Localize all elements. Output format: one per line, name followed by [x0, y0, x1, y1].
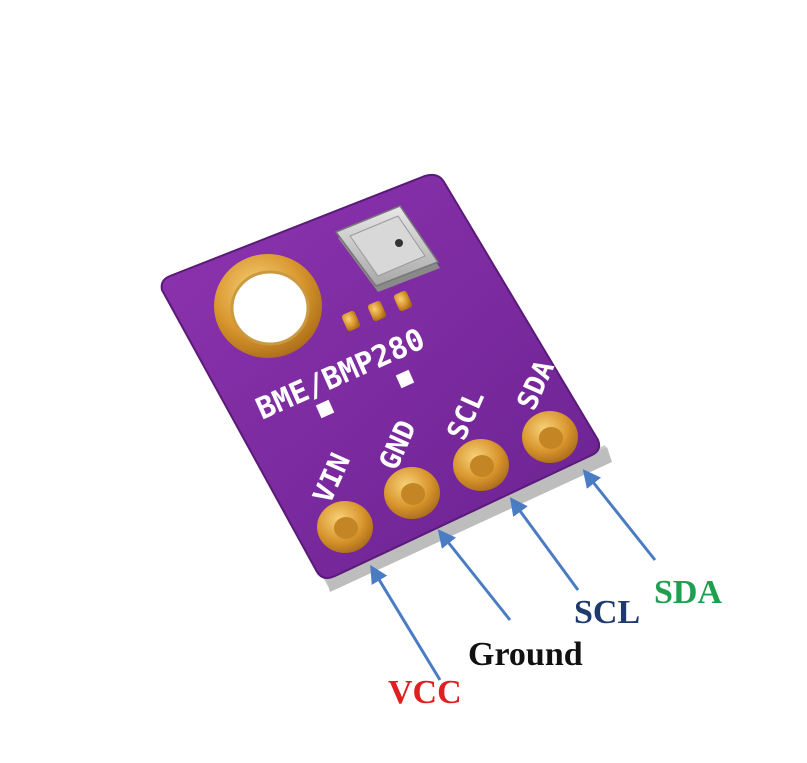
pin-label-sda: SDA — [654, 574, 723, 611]
solder-jumper-pads — [341, 290, 413, 332]
pad-scl — [453, 439, 509, 491]
pin-label-scl: SCL — [574, 594, 641, 631]
pad-hole — [539, 427, 563, 449]
sensor-chip — [334, 205, 440, 292]
pad-hole — [401, 483, 425, 505]
pad-hole — [470, 455, 494, 477]
header-pads — [317, 411, 578, 553]
silkscreen-square — [395, 369, 415, 389]
arrow-vin — [370, 564, 442, 681]
pin-arrows — [370, 469, 657, 681]
pad-gnd — [384, 467, 440, 519]
pad-hole — [334, 517, 358, 539]
arrow-gnd — [437, 529, 512, 621]
silkscreen-square — [315, 399, 335, 419]
arrow-scl — [509, 497, 580, 591]
pin-label-vcc: VCC — [388, 674, 462, 711]
pad-sda — [522, 411, 578, 463]
pin-label-ground: Ground — [468, 636, 583, 673]
pcb-edge — [160, 285, 612, 592]
arrow-sda — [582, 469, 657, 561]
pad-vin — [317, 501, 373, 553]
mounting-hole — [214, 254, 322, 358]
